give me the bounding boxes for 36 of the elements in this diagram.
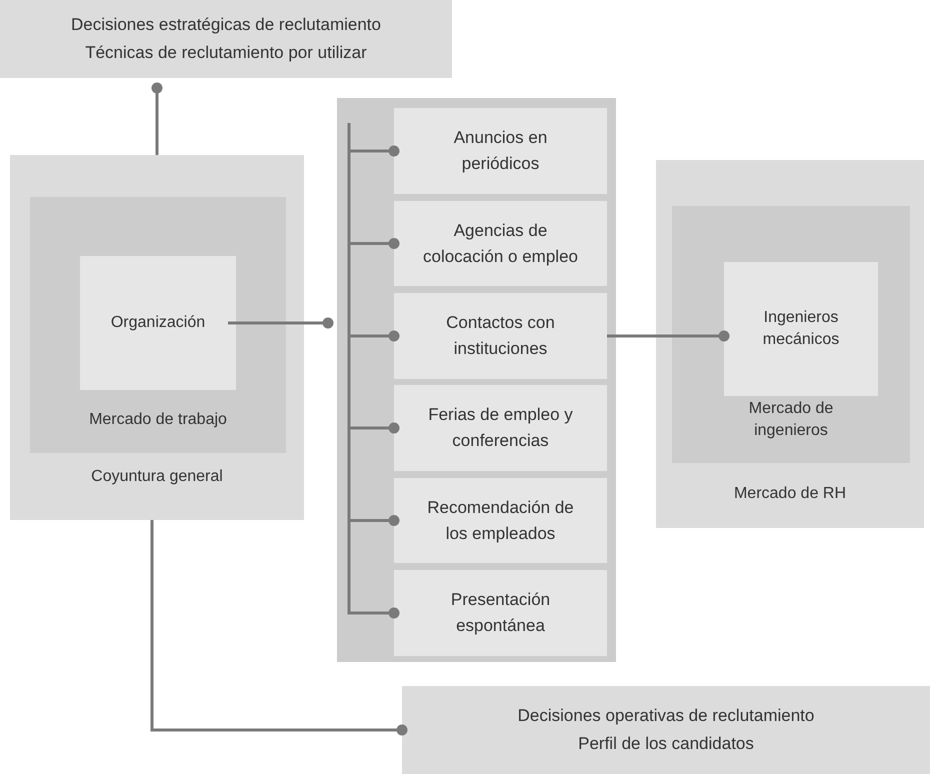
node-label: Ingenieros mecánicos (762, 308, 840, 350)
source-box (394, 478, 607, 563)
source-box (394, 570, 607, 656)
decision-box (402, 686, 930, 774)
node-label: Anuncios en periódicos (452, 127, 548, 175)
node-label: Ferias de empleo y conferencias (427, 404, 574, 452)
node-label: Técnicas de reclutamiento por utilizar (84, 42, 368, 64)
source-box (394, 201, 607, 286)
connector-line (152, 82, 162, 155)
target-group-box (724, 262, 878, 396)
market-box (30, 197, 286, 453)
node-label: Recomendación de los empleados (426, 496, 575, 544)
node-label: Mercado de trabajo (88, 410, 228, 430)
engineer-market-box (672, 206, 910, 463)
node-label: Perfil de los candidatos (577, 733, 755, 755)
connector-line (348, 123, 400, 618)
node-label: Organización (110, 313, 206, 333)
sources-panel (337, 98, 616, 662)
source-box (394, 293, 607, 379)
node-label: Decisiones estratégicas de reclutamiento (70, 14, 382, 36)
connector-line (150, 520, 408, 736)
node-label: Contactos con instituciones (445, 312, 556, 360)
context-box (10, 155, 304, 520)
node-label: Mercado de RH (732, 484, 848, 504)
source-box (394, 108, 607, 194)
organization-box (80, 256, 236, 390)
node-label: Agencias de colocación o empleo (422, 220, 579, 268)
node-label: Presentación espontánea (450, 589, 552, 637)
node-label: Decisiones operativas de reclutamiento (516, 705, 816, 727)
source-box (394, 385, 607, 471)
connector-line (607, 330, 730, 342)
node-label: Mercado de ingenieros (748, 399, 834, 441)
connector-line (228, 318, 334, 328)
decision-box (0, 0, 452, 78)
hr-market-box (656, 160, 924, 528)
node-label: Coyuntura general (90, 467, 224, 487)
